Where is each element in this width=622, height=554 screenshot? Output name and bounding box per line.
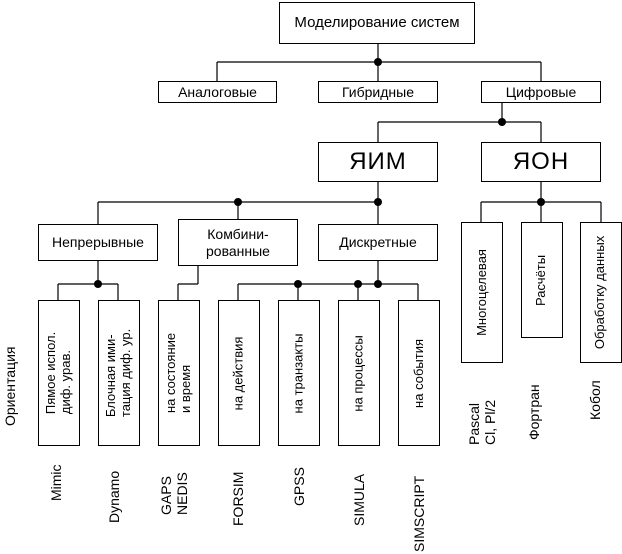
node-transacts-label: на транзакты <box>290 333 306 413</box>
node-transacts: на транзакты <box>278 300 320 446</box>
node-digital: Цифровые <box>481 81 601 103</box>
node-yaim: ЯИМ <box>318 142 438 182</box>
node-block-diff-eq: Блочная ими- тация диф. ур. <box>98 300 140 446</box>
junction-dot <box>537 198 545 206</box>
node-events-label: на события <box>410 338 426 408</box>
node-data-processing: Обработку данных <box>580 222 622 363</box>
node-data-processing-label: Обработку данных <box>592 235 608 350</box>
node-state-and-time-label: на состояние и время <box>163 332 193 414</box>
orientation-label: Ориентация <box>2 346 18 426</box>
node-multipurpose-label: Многоцелевая <box>473 249 489 336</box>
node-analog: Аналоговые <box>158 81 277 103</box>
lang-simula: SIMULA <box>351 473 367 526</box>
node-calculations: Расчёты <box>521 222 563 338</box>
lang-pascal: Pascal Cl, Pl/2 <box>466 399 499 445</box>
node-multipurpose: Многоцелевая <box>461 222 503 363</box>
lang-gpss: GPSS <box>291 467 307 506</box>
lang-dynamo: Dynamo <box>106 470 122 523</box>
node-processes-label: на процессы <box>350 334 366 412</box>
lang-mimic: Mimic <box>48 464 64 501</box>
node-actions-label: на действия <box>230 336 246 410</box>
node-calculations-label: Расчёты <box>533 254 549 306</box>
junction-dot <box>294 280 302 288</box>
lang-simscript: SIMSCRIPT <box>411 475 427 552</box>
junction-dot <box>498 118 506 126</box>
lang-forsim: FORSIM <box>230 471 246 526</box>
node-direct-diff-eq-label: Пямое испол. диф. урав. <box>43 331 73 415</box>
junction-dot <box>374 58 382 66</box>
junction-dot <box>94 280 102 288</box>
junction-dot <box>354 280 362 288</box>
node-hybrid: Гибридные <box>318 81 438 103</box>
lang-gaps-nedis: GAPS NEDIS <box>158 472 191 515</box>
node-continuous: Непрерывные <box>38 224 158 261</box>
node-processes: на процессы <box>338 300 380 446</box>
junction-dot <box>374 198 382 206</box>
node-direct-diff-eq: Пямое испол. диф. урав. <box>38 300 80 446</box>
node-events: на события <box>398 300 440 446</box>
node-discrete: Дискретные <box>318 224 438 261</box>
node-block-diff-eq-label: Блочная ими- тация диф. ур. <box>103 328 134 418</box>
node-combined: Комбини- рованные <box>178 219 298 266</box>
node-yaon: ЯОН <box>481 142 601 182</box>
node-actions: на действия <box>218 300 260 446</box>
junction-dot <box>374 280 382 288</box>
lang-kobol: Кобол <box>587 380 603 420</box>
node-state-and-time: на состояние и время <box>158 300 200 446</box>
junction-dot <box>234 198 242 206</box>
node-modeling-systems: Моделирование систем <box>279 2 475 44</box>
lang-fortran: Фортран <box>526 384 542 440</box>
